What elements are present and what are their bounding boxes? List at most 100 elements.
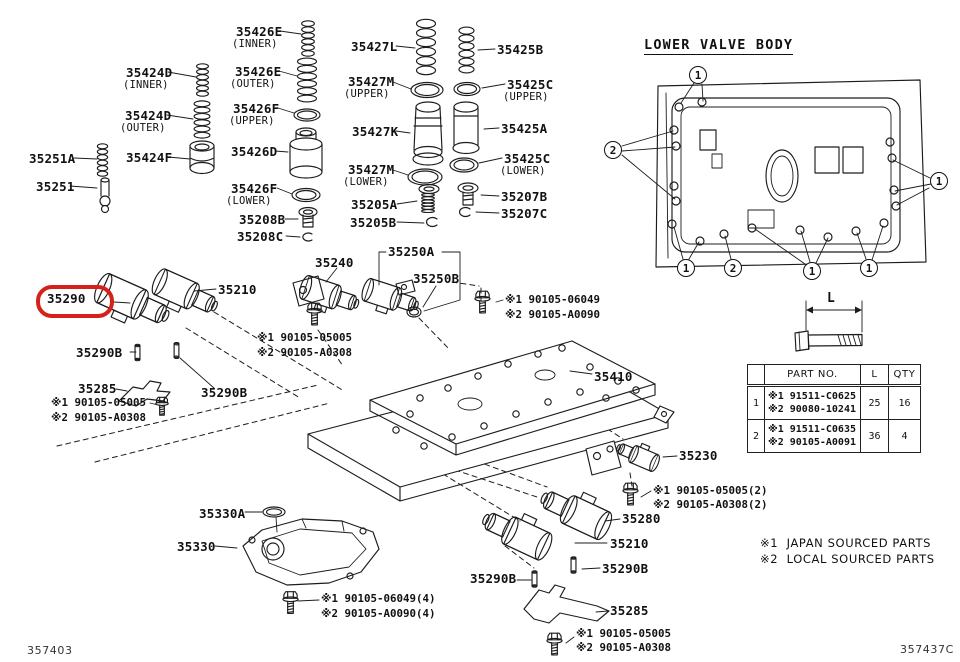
- small-parts: [99, 81, 481, 518]
- label-35230: 35230: [679, 448, 718, 463]
- spring-35425b: [458, 26, 475, 74]
- label-2-90105-a0308: ※2 90105-A0308: [257, 346, 352, 359]
- label-35290b: 35290B: [470, 571, 517, 586]
- label-1-90105-05005: ※1 90105-05005: [257, 331, 352, 344]
- label-1-90105-06049: ※1 90105-06049: [505, 293, 600, 306]
- spring-35426e-outer: [296, 57, 318, 103]
- spring-35251a: [97, 143, 108, 177]
- row-length: 36: [860, 419, 889, 453]
- screw-35208b: [298, 206, 318, 228]
- solenoid-35210-top: [145, 266, 223, 327]
- label-35425c: 35425C: [507, 77, 554, 92]
- label-35424d: 35424D: [125, 108, 172, 123]
- spring-35427l: [415, 18, 437, 76]
- label-inner: (INNER): [232, 38, 278, 50]
- clip-35205b: [426, 216, 438, 228]
- spring-35205a: [421, 193, 435, 213]
- sleeve-35426d: [289, 127, 323, 179]
- label-35424d: 35424D: [126, 65, 173, 80]
- label-35427m: 35427M: [348, 162, 395, 177]
- label-35205a: 35205A: [351, 197, 398, 212]
- label-35251: 35251: [36, 179, 75, 194]
- label-35290b: 35290B: [76, 345, 123, 360]
- label-35210: 35210: [610, 536, 649, 551]
- label-1-90105-05005: ※1 90105-05005: [576, 627, 671, 640]
- oil-strainer-35330: [242, 518, 380, 586]
- label-35426d: 35426D: [231, 144, 278, 159]
- label-lower-valve-body: LOWER VALVE BODY: [644, 38, 794, 56]
- pin-35290b-3: [531, 570, 538, 588]
- highlight-oval-35290: [36, 285, 114, 318]
- label-35285: 35285: [610, 603, 649, 618]
- label-1-japan-sourced-parts: ※1 JAPAN SOURCED PARTS: [760, 536, 931, 550]
- label-35250b: 35250B: [413, 271, 460, 286]
- label-35410: 35410: [594, 369, 633, 384]
- plug-35424f: [189, 140, 215, 175]
- dashed-construction-lines: [56, 281, 633, 569]
- label-35425a: 35425A: [501, 121, 548, 136]
- label-upper: (UPPER): [503, 91, 549, 103]
- bolt-dimension-figure: [794, 300, 863, 352]
- bolt-spec-table: PART NO. L QTY 1 ※1 91511-C0625 ※2 90080…: [747, 364, 921, 453]
- label-35207b: 35207B: [501, 189, 548, 204]
- label-2-local-sourced-parts: ※2 LOCAL SOURCED PARTS: [760, 552, 935, 566]
- clip-35208c: [302, 232, 313, 242]
- label-upper: (UPPER): [344, 88, 390, 100]
- label-35290b: 35290B: [201, 385, 248, 400]
- valve-body-assembly-35410: [307, 340, 675, 502]
- part-no-local: ※2 90080-10241: [768, 404, 856, 415]
- bolt-90105-strainer: [282, 591, 299, 614]
- pin-35290b-1: [134, 343, 141, 362]
- pin-35290b-2: [173, 342, 180, 359]
- label-35210: 35210: [218, 282, 257, 297]
- callout-1: 1: [860, 259, 878, 277]
- label-lower: (LOWER): [500, 165, 546, 177]
- part-no-local: ※2 90105-A0091: [768, 437, 856, 448]
- row-length: 25: [860, 385, 889, 420]
- table-header-length: L: [860, 364, 889, 387]
- piston-35425a: [452, 101, 480, 155]
- callout-1: 1: [930, 172, 948, 190]
- label-35426f: 35426F: [233, 101, 280, 116]
- label-35427m: 35427M: [348, 74, 395, 89]
- row-part-numbers: ※1 91511-C0635 ※2 90105-A0091: [764, 419, 861, 453]
- bolt-90105-bottom: [546, 632, 563, 656]
- row-qty: 16: [888, 385, 921, 420]
- callout-1: 1: [689, 66, 707, 84]
- screw-35205a: [418, 183, 440, 195]
- label-35426e: 35426E: [235, 64, 282, 79]
- table-row: 2 ※1 91511-C0635 ※2 90105-A0091 36 4: [747, 419, 921, 453]
- pin-35290b-4: [570, 556, 577, 574]
- valve-35251: [99, 177, 111, 214]
- table-header-ref: [747, 364, 765, 387]
- leader-lines: [69, 30, 678, 644]
- label-35425b: 35425B: [497, 42, 544, 57]
- row-qty: 4: [888, 419, 921, 453]
- part-no-japan: ※1 91511-C0625: [768, 391, 856, 402]
- label-inner: (INNER): [123, 79, 169, 91]
- label-lower: (LOWER): [343, 176, 389, 188]
- callout-2: 2: [604, 141, 622, 159]
- screw-35207b: [457, 182, 479, 206]
- label-35285: 35285: [78, 381, 117, 396]
- label-1-90105-05005: ※1 90105-05005: [51, 396, 146, 409]
- label-35424f: 35424F: [126, 150, 173, 165]
- row-ref: 1: [747, 385, 765, 420]
- label-2-90105-a0090-4: ※2 90105-A0090(4): [321, 607, 436, 620]
- label-35290: 35290: [47, 291, 86, 306]
- table-header-qty: QTY: [888, 364, 921, 387]
- callout-1: 1: [677, 259, 695, 277]
- label-35330a: 35330A: [199, 506, 246, 521]
- label-35330: 35330: [177, 539, 216, 554]
- label-2-90105-a0308-2: ※2 90105-A0308(2): [653, 498, 768, 511]
- label-357403: 357403: [27, 644, 73, 657]
- label-l: L: [827, 291, 835, 306]
- brackets-35285: [118, 380, 610, 624]
- label-35208b: 35208B: [239, 212, 286, 227]
- label-35251a: 35251A: [29, 151, 76, 166]
- label-35207c: 35207C: [501, 206, 548, 221]
- label-35425c: 35425C: [504, 151, 551, 166]
- row-part-numbers: ※1 91511-C0625 ※2 90080-10241: [764, 385, 861, 420]
